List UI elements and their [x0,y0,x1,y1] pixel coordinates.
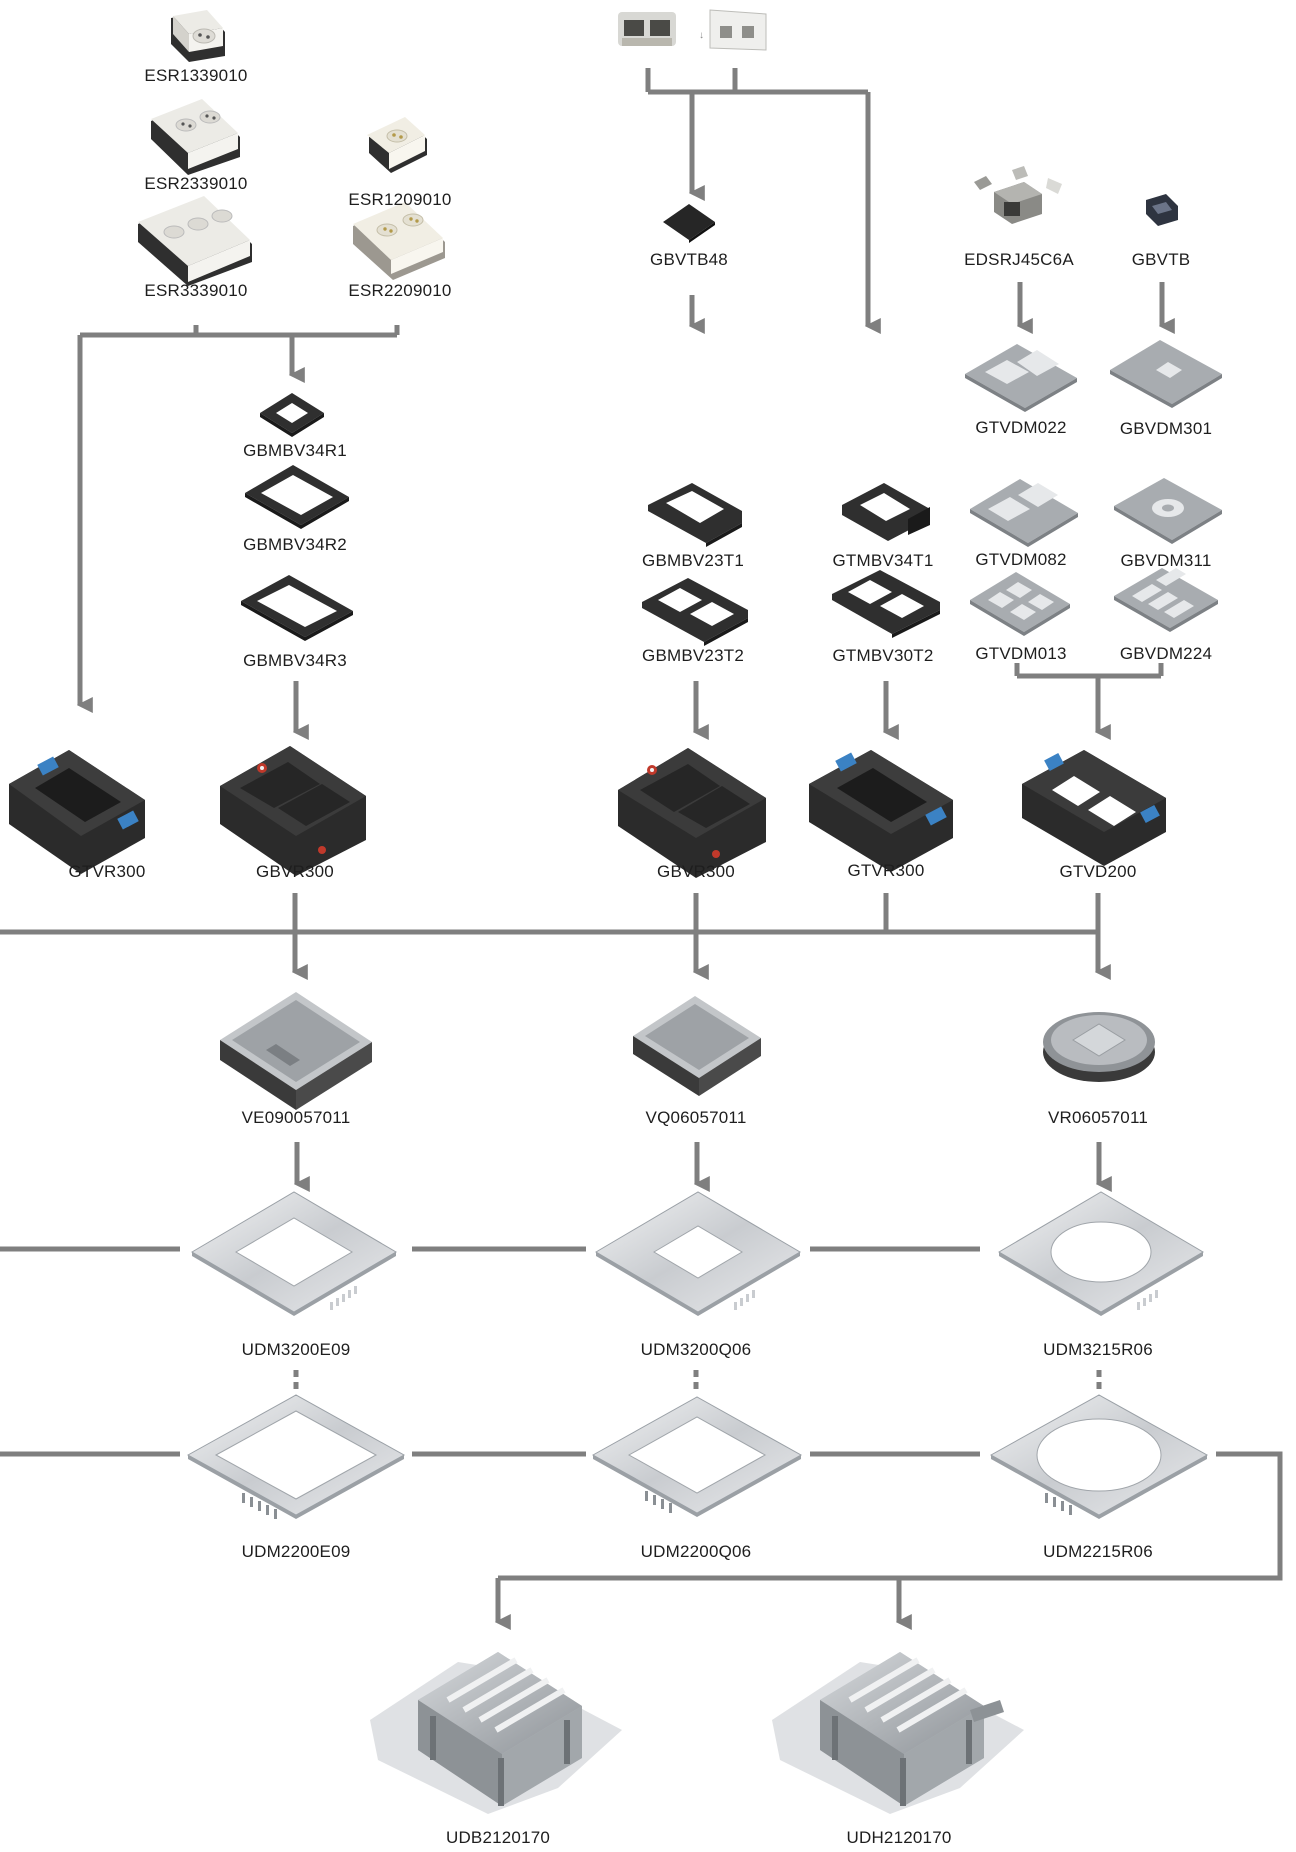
product-code-label: GTVDM013 [975,644,1066,664]
product-code-label: GBMBV23T1 [642,551,744,571]
product-code-label: GBVTB48 [650,250,728,270]
frame-icon [260,393,324,437]
product-code-label: GBVR300 [256,862,334,882]
product-code-label: GBVDM301 [1120,419,1212,439]
mounting-plate-icon [1110,340,1222,408]
frame-icon [642,578,748,646]
frame-icon [648,483,742,547]
installation-box-icon [809,750,953,872]
frame-icon [241,575,353,641]
double-socket-icon [151,99,240,175]
floor-unit-icon [220,992,372,1110]
dashed-links [296,1370,1099,1392]
installation-box-icon [618,748,766,878]
product-code-label: GBVTB [1132,250,1191,270]
frame-icon [842,483,930,541]
product-code-label: ESR1339010 [144,66,247,86]
single-socket-icon [171,10,225,62]
screed-frame-icon [370,1652,622,1814]
installation-box-icon [1022,750,1166,866]
product-code-label: GBMBV34R2 [243,535,347,555]
blank-plate-icon [663,204,715,243]
product-code-label: GBMBV34R3 [243,651,347,671]
product-code-label: UDH2120170 [846,1828,951,1848]
installation-box-icon [9,750,145,874]
product-code-label: VR06057011 [1048,1108,1148,1128]
frame-icon [832,570,940,638]
product-code-label: UDB2120170 [446,1828,550,1848]
product-code-label: GBMBV23T2 [642,646,744,666]
product-code-label: GTVD200 [1060,862,1137,882]
levelling-ring-icon [596,1192,800,1316]
mounting-plate-icon [970,572,1070,636]
round-levelling-ring-icon [999,1192,1203,1316]
rj45-faceplate-icon [710,10,766,50]
product-code-label: UDM3200E09 [242,1340,351,1360]
product-code-label: GBVR300 [657,862,735,882]
product-code-label: GBVDM224 [1120,644,1212,664]
product-code-label: UDM3200Q06 [641,1340,752,1360]
frame-icon [245,465,349,529]
screed-frame-icon [772,1652,1024,1814]
product-code-label: GTMBV30T2 [833,646,934,666]
rj45-connector-icon [974,166,1062,224]
product-code-label: VQ06057011 [646,1108,747,1128]
product-code-label: UDM2215R06 [1043,1542,1153,1562]
product-code-label: GTVDM022 [975,418,1066,438]
mounting-plate-icon [965,344,1077,412]
product-code-label: GBMBV34R1 [243,441,347,461]
levelling-ring-icon [192,1192,396,1316]
levelling-ring-icon [188,1395,404,1519]
mounting-plate-icon [1114,568,1218,632]
levelling-ring-icon [593,1397,801,1517]
product-code-label: UDM2200E09 [242,1542,351,1562]
product-code-label: ESR2209010 [348,281,451,301]
floor-unit-icon [633,996,761,1096]
round-floor-unit-icon [1043,1012,1155,1082]
product-code-label: ESR3339010 [144,281,247,301]
mounting-plate-icon [1114,478,1222,544]
product-code-label: ESR2339010 [144,174,247,194]
product-code-label: GBVDM311 [1120,551,1211,571]
installation-box-icon [220,746,366,876]
product-code-label: UDM2200Q06 [641,1542,752,1562]
double-socket-icon [353,202,445,280]
product-code-label: GTMBV34T1 [833,551,934,571]
product-code-label: EDSRJ45C6A [964,250,1074,270]
product-code-label: VE090057011 [242,1108,351,1128]
single-socket-icon [367,117,427,173]
product-code-label: GTVR300 [69,862,146,882]
mounting-plate-icon [970,479,1078,547]
small-arrow: ↓ [699,30,704,41]
product-code-label: GTVDM082 [975,550,1066,570]
triple-socket-icon [138,196,252,286]
round-levelling-ring-icon [991,1395,1207,1519]
product-code-label: ESR1209010 [348,190,451,210]
rj45-module-icon [618,12,676,46]
d-sub-connector-icon [1146,194,1178,226]
product-code-label: UDM3215R06 [1043,1340,1153,1360]
product-code-label: GTVR300 [848,861,925,881]
